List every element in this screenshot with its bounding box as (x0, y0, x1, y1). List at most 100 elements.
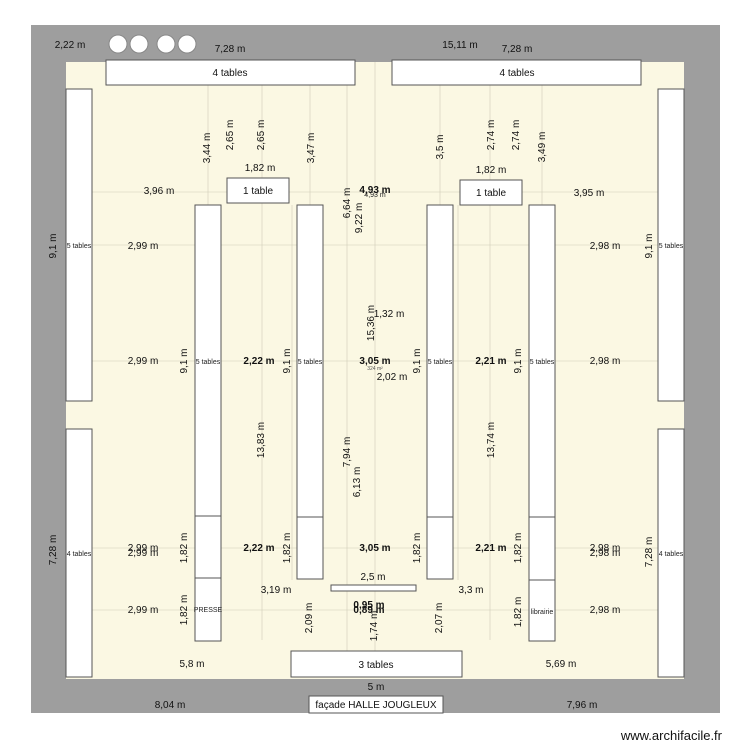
dim-2-65a: 2,65 m (225, 120, 236, 151)
dim-0-89-ghost: 0,95 m (353, 600, 384, 611)
dim-1-74: 1,74 m (369, 611, 380, 642)
table-center-left[interactable] (226, 177, 290, 204)
table-side-right-lower-label: 4 tables (659, 551, 684, 558)
dim-15-36: 15,36 m (366, 305, 377, 341)
wall-left-upper-label: 9,1 m (48, 233, 59, 258)
table-center-left-label: 1 table (243, 186, 273, 197)
dim-3-47: 3,47 m (306, 133, 317, 164)
dim-3-49: 3,49 m (537, 132, 548, 163)
dim-2-74b: 2,74 m (511, 120, 522, 151)
dim-2-98-c: 2,98 m (590, 543, 621, 554)
dim-3-3: 3,3 m (458, 585, 483, 596)
dim-2-99-a: 2,99 m (128, 241, 159, 252)
dim-3-5: 3,5 m (435, 134, 446, 159)
wall-top-1-label: 7,28 m (215, 44, 246, 55)
facade-label: façade HALLE JOUGLEUX (315, 700, 436, 711)
dim-4-93-ghost: 4,93 m (364, 192, 386, 199)
dim-2-5: 2,5 m (360, 572, 385, 583)
dim-3-05-b: 3,05 m (359, 543, 390, 554)
dim-1-82-c4: 1,82 m (513, 533, 524, 564)
door-icons (108, 34, 197, 54)
table-column-3-label: 5 tables (428, 359, 453, 366)
dim-5-69: 5,69 m (546, 659, 577, 670)
wall-top-2-label: 15,11 m (442, 40, 477, 51)
dim-1-82-p: 1,82 m (179, 595, 190, 626)
dim-4-93: 4,93 m (359, 185, 390, 196)
table-labels: 4 tables 4 tables 1 table 1 table 5 tabl… (67, 68, 684, 711)
dim-0-89: 0,89 m (353, 605, 384, 616)
dim-1-82-c2: 1,82 m (282, 533, 293, 564)
wall-top-3-label: 7,28 m (502, 44, 533, 55)
table-top-left-label: 4 tables (212, 68, 247, 79)
table-center-right[interactable] (459, 179, 523, 206)
dim-3-44: 3,44 m (202, 133, 213, 164)
table-column-4-label: 5 tables (530, 359, 555, 366)
dim-2-09: 2,09 m (304, 603, 315, 634)
table-column-4[interactable] (528, 204, 556, 642)
dim-2-22-a: 2,22 m (243, 356, 274, 367)
dimension-labels: 3,44 m 2,65 m 2,65 m 3,47 m 3,5 m 2,74 m… (128, 120, 621, 670)
dim-2-98-b: 2,98 m (590, 356, 621, 367)
dim-7-94: 7,94 m (342, 437, 353, 468)
dim-2-99-b: 2,99 m (128, 356, 159, 367)
wall-labels: 2,22 m 7,28 m 15,11 m 7,28 m 9,1 m 7,28 … (48, 40, 655, 711)
table-top-right[interactable] (391, 59, 642, 86)
dim-5-8: 5,8 m (179, 659, 204, 670)
dim-2-99-d: 2,99 m (128, 605, 159, 616)
dim-2-65b: 2,65 m (256, 120, 267, 151)
dim-13-83: 13,83 m (256, 422, 267, 458)
dim-1-82-c1: 1,82 m (179, 533, 190, 564)
dim-1-32: 1,32 m (374, 309, 405, 320)
dim-9-22: 9,22 m (354, 203, 365, 234)
dim-2-98-c-ghost: 2,98 m (590, 548, 621, 559)
table-side-left-lower-label: 4 tables (67, 551, 92, 558)
dim-9-1-c2: 9,1 m (282, 348, 293, 373)
wall-left-lower-label: 7,28 m (48, 535, 59, 566)
wall-bottom-center-label: 5 m (368, 682, 385, 693)
dim-2-98-d: 2,98 m (590, 605, 621, 616)
dim-2-21-b: 2,21 m (475, 543, 506, 554)
dim-1-82b: 1,82 m (476, 165, 507, 176)
dim-2-74a: 2,74 m (486, 120, 497, 151)
dim-2-07: 2,07 m (434, 603, 445, 634)
dim-324: 324 m² (367, 366, 383, 372)
dim-9-1-c4: 9,1 m (513, 348, 524, 373)
dim-3-96: 3,96 m (144, 186, 175, 197)
wall-right-upper-label: 9,1 m (644, 233, 655, 258)
dim-13-74: 13,74 m (486, 422, 497, 458)
table-column-1[interactable] (194, 204, 222, 642)
table-bottom[interactable] (290, 650, 463, 678)
small-bar[interactable] (330, 584, 417, 592)
wall-right-lower-label: 7,28 m (644, 537, 655, 568)
dim-3-19: 3,19 m (261, 585, 292, 596)
table-side-left-lower[interactable] (65, 428, 93, 678)
watermark: www.archifacile.fr (620, 728, 723, 743)
table-side-right-lower[interactable] (657, 428, 685, 678)
dim-3-05-a: 3,05 m (359, 356, 390, 367)
dim-1-82-l: 1,82 m (513, 597, 524, 628)
dim-6-13: 6,13 m (352, 467, 363, 498)
dim-1-82a: 1,82 m (245, 163, 276, 174)
librairie-label: librairie (531, 609, 554, 616)
table-center-right-label: 1 table (476, 188, 506, 199)
table-column-2[interactable] (296, 204, 324, 580)
dim-9-1-c1: 9,1 m (179, 348, 190, 373)
table-column-2-label: 5 tables (298, 359, 323, 366)
guide-lines (66, 62, 684, 660)
dim-2-22-b: 2,22 m (243, 543, 274, 554)
table-top-right-label: 4 tables (499, 68, 534, 79)
dim-9-1-c3: 9,1 m (412, 348, 423, 373)
table-top-left[interactable] (105, 59, 356, 86)
table-side-right-upper[interactable] (657, 88, 685, 402)
wall-top-left-label: 2,22 m (55, 40, 86, 51)
table-column-3[interactable] (426, 204, 454, 580)
table-column-1-label: 5 tables (196, 359, 221, 366)
facade-box (308, 695, 444, 714)
dim-2-21-a: 2,21 m (475, 356, 506, 367)
dim-2-98-a: 2,98 m (590, 241, 621, 252)
presse-label: PRESSE (194, 607, 223, 614)
dim-3-95: 3,95 m (574, 188, 605, 199)
table-side-left-upper[interactable] (65, 88, 93, 402)
dim-6-64: 6,64 m (342, 188, 353, 219)
